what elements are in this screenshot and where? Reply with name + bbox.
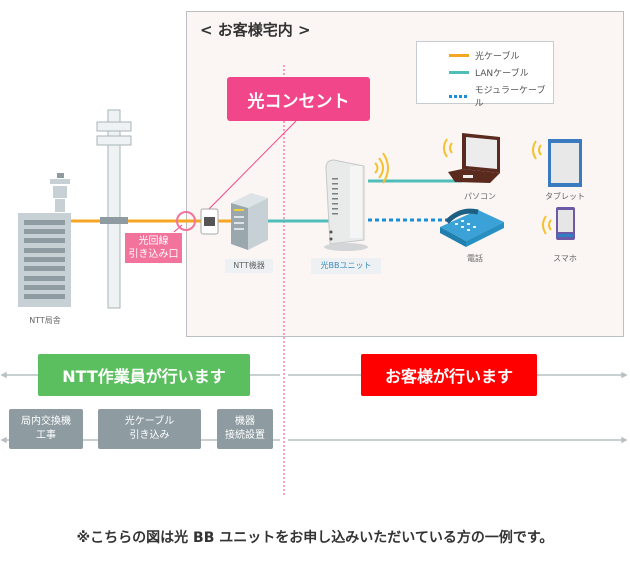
legend-item-modular: モジュラーケーブル bbox=[449, 83, 553, 109]
lan-line-swatch bbox=[449, 71, 469, 74]
entry-point-label: 光回線 引き込み口 bbox=[125, 233, 182, 263]
ntt-responsibility-badge: NTT作業員が行います bbox=[38, 354, 250, 396]
customer-responsibility-badge: お客様が行います bbox=[361, 354, 537, 396]
legend-item-fiber: 光ケーブル bbox=[449, 49, 519, 62]
wifi-signal-icon bbox=[443, 138, 453, 158]
bb-unit-icon bbox=[324, 159, 368, 251]
step-fiber-installation: 光ケーブル 引き込み bbox=[98, 409, 201, 449]
legend-label: LANケーブル bbox=[475, 69, 529, 79]
legend-item-lan: LANケーブル bbox=[449, 66, 529, 79]
ntt-equipment-icon bbox=[231, 193, 268, 250]
tablet-icon bbox=[548, 139, 582, 187]
outlet-pointer-line bbox=[206, 120, 297, 212]
ntt-office-label: NTT局舎 bbox=[29, 316, 61, 325]
entry-pointer-line bbox=[173, 224, 183, 233]
smartphone-label: スマホ bbox=[553, 254, 577, 263]
laptop-icon bbox=[448, 133, 500, 183]
footnote: ※こちらの図は光 BB ユニットをお申し込みいただいている方の一例です。 bbox=[76, 530, 554, 546]
ntt-office-icon bbox=[18, 173, 71, 307]
wifi-signal-icon bbox=[532, 140, 542, 160]
fiber-line-swatch bbox=[449, 54, 469, 57]
cable-legend: 光ケーブル LANケーブル モジュラーケーブル bbox=[416, 41, 554, 109]
legend-label: 光ケーブル bbox=[475, 52, 520, 62]
tablet-label: タブレット bbox=[545, 192, 585, 201]
home-area-title: < お客様宅内 > bbox=[200, 21, 311, 39]
bb-unit-label: 光BBユニット bbox=[311, 258, 381, 274]
smartphone-icon bbox=[556, 207, 575, 240]
legend-label: モジュラーケーブル bbox=[474, 86, 546, 109]
optical-outlet-label: 光コンセント bbox=[227, 77, 370, 121]
wifi-signal-icon bbox=[374, 152, 389, 184]
entry-point-marker bbox=[176, 211, 196, 231]
phone-label: 電話 bbox=[467, 254, 483, 263]
pc-label: パソコン bbox=[464, 192, 496, 201]
step-equipment-setup: 機器 接続設置 bbox=[217, 409, 273, 449]
utility-pole-icon bbox=[96, 109, 132, 309]
wifi-signal-icon bbox=[542, 215, 552, 235]
optical-outlet-icon bbox=[200, 208, 219, 235]
ntt-equipment-label: NTT機器 bbox=[225, 259, 273, 273]
step-exchange-work: 局内交換機 工事 bbox=[9, 409, 83, 449]
modular-line-swatch bbox=[449, 94, 469, 98]
telephone-icon bbox=[440, 208, 504, 247]
